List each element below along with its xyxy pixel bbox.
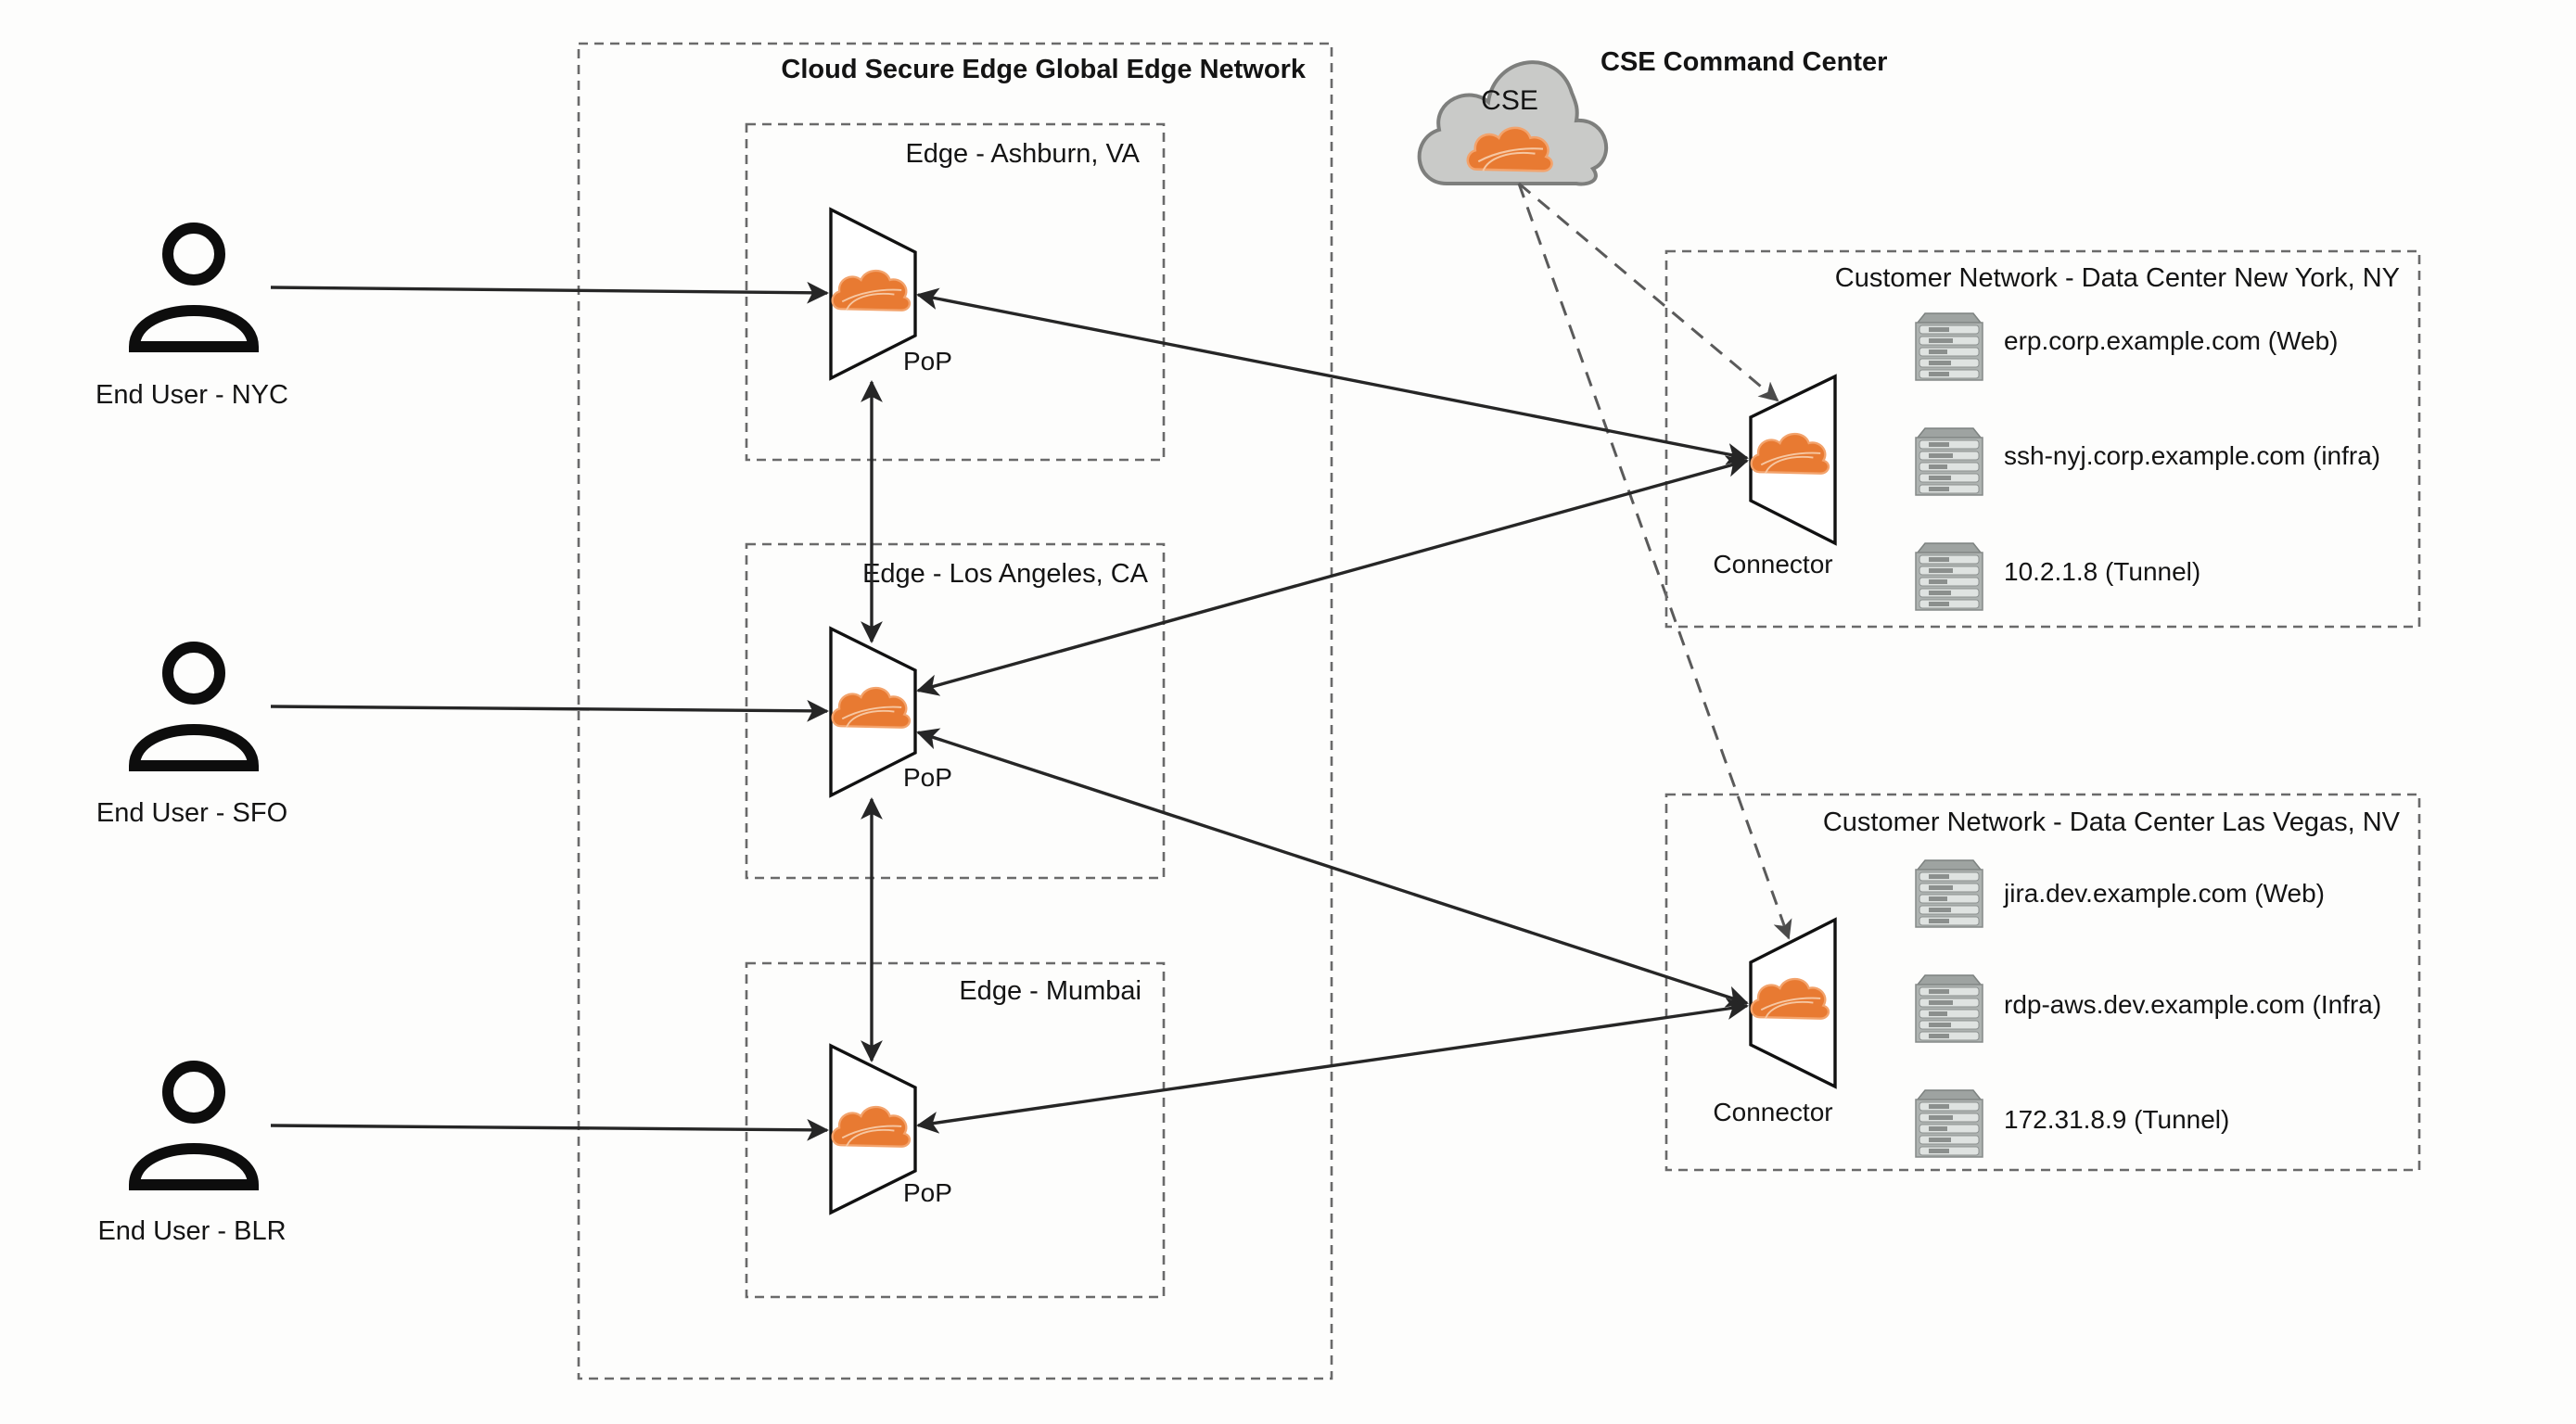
tunnel-los-angeles-to-lv-connector xyxy=(916,728,1749,1008)
connector-lv[interactable]: Connector xyxy=(1713,917,1837,1126)
tunnel-los-angeles-to-ny-connector xyxy=(916,455,1749,696)
resource-label: jira.dev.example.com (Web) xyxy=(2003,879,2325,908)
tunnel-mumbai-to-lv-connector xyxy=(916,998,1749,1134)
end-user-label: End User - BLR xyxy=(97,1216,286,1246)
link-nyc-to-ashburn xyxy=(270,281,829,304)
pop-node-los-angeles[interactable]: PoP xyxy=(829,626,952,798)
cse-command-center[interactable]: CSE xyxy=(1417,60,1609,186)
connector-ny[interactable]: Connector xyxy=(1713,374,1837,578)
cse-cloud-label: CSE xyxy=(1481,85,1538,116)
server-icon xyxy=(1915,974,1983,1043)
customer-network-ny-title: Customer Network - Data Center New York,… xyxy=(1835,263,2400,293)
customer-network-lv-title: Customer Network - Data Center Las Vegas… xyxy=(1823,807,2401,837)
resource-jira[interactable]: jira.dev.example.com (Web) xyxy=(1915,859,2325,928)
server-icon xyxy=(1915,859,1983,928)
control-link-cse-to-ny-connector xyxy=(1518,182,1779,402)
end-user-label: End User - NYC xyxy=(96,380,288,410)
pop-label: PoP xyxy=(903,347,952,375)
end-user-sfo[interactable]: End User - SFO xyxy=(96,642,287,828)
end-user-label: End User - SFO xyxy=(96,798,287,828)
global-edge-network-boundary xyxy=(577,42,1333,1380)
user-icon xyxy=(128,222,260,352)
cse-cloud-icon xyxy=(1417,60,1609,186)
resource-10-2-1-8[interactable]: 10.2.1.8 (Tunnel) xyxy=(1915,542,2200,611)
resource-172-31-8-9[interactable]: 172.31.8.9 (Tunnel) xyxy=(1915,1089,2229,1158)
pop-node-mumbai[interactable]: PoP xyxy=(829,1043,952,1215)
pop-label: PoP xyxy=(903,763,952,792)
resource-label: 10.2.1.8 (Tunnel) xyxy=(2004,557,2200,586)
edge-label-los-angeles: Edge - Los Angeles, CA xyxy=(862,559,1149,589)
server-icon xyxy=(1915,542,1983,611)
resource-label: rdp-aws.dev.example.com (Infra) xyxy=(2004,990,2381,1019)
server-icon xyxy=(1915,312,1983,381)
pop-label: PoP xyxy=(903,1178,952,1207)
resource-erp[interactable]: erp.corp.example.com (Web) xyxy=(1915,312,2339,381)
resource-rdp-aws[interactable]: rdp-aws.dev.example.com (Infra) xyxy=(1915,974,2381,1043)
command-center-title: CSE Command Center xyxy=(1600,47,1887,77)
server-icon xyxy=(1915,427,1983,496)
edge-label-mumbai: Edge - Mumbai xyxy=(959,976,1141,1006)
edge-label-ashburn: Edge - Ashburn, VA xyxy=(905,139,1140,169)
connector-label: Connector xyxy=(1713,1098,1832,1126)
user-icon xyxy=(128,642,260,771)
resource-label: erp.corp.example.com (Web) xyxy=(2004,326,2339,355)
resource-label: 172.31.8.9 (Tunnel) xyxy=(2004,1105,2229,1134)
connector-label: Connector xyxy=(1713,550,1832,578)
pop-node-ashburn[interactable]: PoP xyxy=(829,207,952,381)
resource-ssh-nyj[interactable]: ssh-nyj.corp.example.com (infra) xyxy=(1915,427,2380,496)
global-edge-network-title: Cloud Secure Edge Global Edge Network xyxy=(781,55,1306,84)
server-icon xyxy=(1915,1089,1983,1158)
end-user-blr[interactable]: End User - BLR xyxy=(97,1061,287,1246)
resource-label: ssh-nyj.corp.example.com (infra) xyxy=(2004,441,2380,470)
user-icon xyxy=(128,1061,260,1190)
link-blr-to-mumbai xyxy=(270,1118,829,1141)
tunnel-ashburn-to-ny-connector xyxy=(916,287,1749,465)
end-user-nyc[interactable]: End User - NYC xyxy=(96,222,288,410)
link-sfo-to-los-angeles xyxy=(270,699,829,722)
